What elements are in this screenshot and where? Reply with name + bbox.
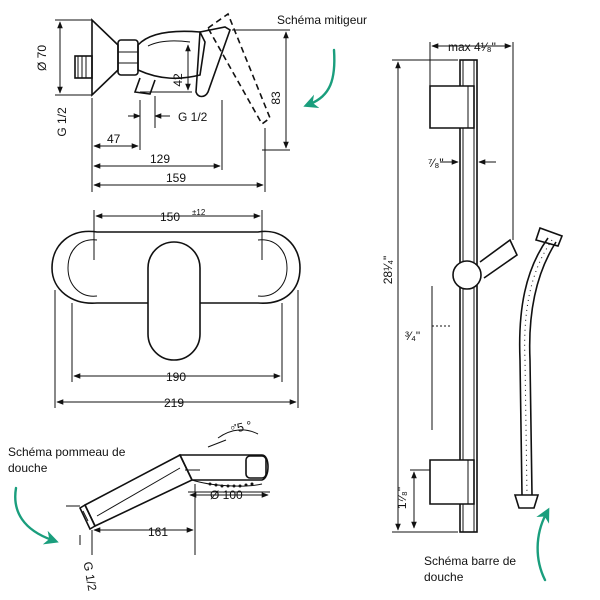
dim-angle-5: 5 ° bbox=[236, 418, 254, 435]
shower-bar-labels: max 4¹⁄₈" ⁷⁄₈" 28¹⁄₄" ³⁄₄" 1⁷⁄₈" bbox=[381, 40, 496, 509]
note-handshower-line1: Schéma pommeau de bbox=[8, 445, 126, 459]
dim-150-tolerance: ±12 bbox=[192, 208, 206, 217]
shower-bar-view bbox=[429, 59, 564, 533]
handshower-nozzles bbox=[208, 482, 254, 488]
dim-83: 83 bbox=[269, 91, 283, 105]
note-bar-line2: douche bbox=[424, 570, 464, 584]
mixer-side-view bbox=[74, 12, 271, 126]
arrow-to-shower-bar bbox=[536, 507, 550, 582]
note-bar-line1: Schéma barre de bbox=[424, 554, 516, 568]
dim-angle-symbol: ♂ bbox=[229, 420, 238, 434]
handshower-labels: ♂ 5 ° Ø 100 161 G 1/2 bbox=[80, 418, 253, 592]
dim-dia100: Ø 100 bbox=[210, 488, 243, 502]
note-handshower-line2: douche bbox=[8, 461, 48, 475]
green-arrows bbox=[14, 48, 550, 582]
annotation-notes: Schéma mitigeur Schéma pommeau de douche… bbox=[8, 13, 516, 584]
arrow-to-handshower bbox=[14, 486, 59, 545]
dim-42: 42 bbox=[171, 73, 185, 87]
dim-3-4: ³⁄₄" bbox=[405, 329, 420, 343]
dim-150: 150 bbox=[160, 210, 180, 224]
dim-max-4-1-8: max 4¹⁄₈" bbox=[448, 40, 496, 54]
dim-47: 47 bbox=[107, 132, 121, 146]
mixer-side-dimensions bbox=[55, 19, 290, 192]
dim-dia70: Ø 70 bbox=[35, 45, 49, 71]
mixer-front-labels: 150 ±12 190 219 bbox=[160, 208, 206, 410]
dim-28-1-4: 28¹⁄₄" bbox=[381, 256, 395, 285]
dim-190: 190 bbox=[166, 370, 186, 384]
handshower-view bbox=[78, 453, 269, 531]
dim-g12-left: G 1/2 bbox=[55, 107, 69, 137]
dim-g12-shower: G 1/2 bbox=[80, 561, 99, 593]
note-mixer: Schéma mitigeur bbox=[277, 13, 367, 27]
dim-g12-right: G 1/2 bbox=[178, 110, 208, 124]
dim-1-7-8: 1⁷⁄₈" bbox=[395, 487, 409, 509]
dim-219: 219 bbox=[164, 396, 184, 410]
dim-161: 161 bbox=[148, 525, 168, 539]
handshower-dimensions bbox=[66, 429, 270, 555]
mixer-front-view bbox=[51, 230, 301, 361]
shower-bar-dimensions bbox=[392, 42, 514, 533]
arrow-to-mixer bbox=[303, 48, 336, 109]
mixer-side-labels: Ø 70 G 1/2 42 83 G 1/2 47 129 159 bbox=[35, 45, 283, 185]
dim-129: 129 bbox=[150, 152, 170, 166]
dim-159: 159 bbox=[166, 171, 186, 185]
mixer-front-dimensions bbox=[54, 210, 299, 408]
dim-7-8: ⁷⁄₈" bbox=[428, 156, 444, 170]
